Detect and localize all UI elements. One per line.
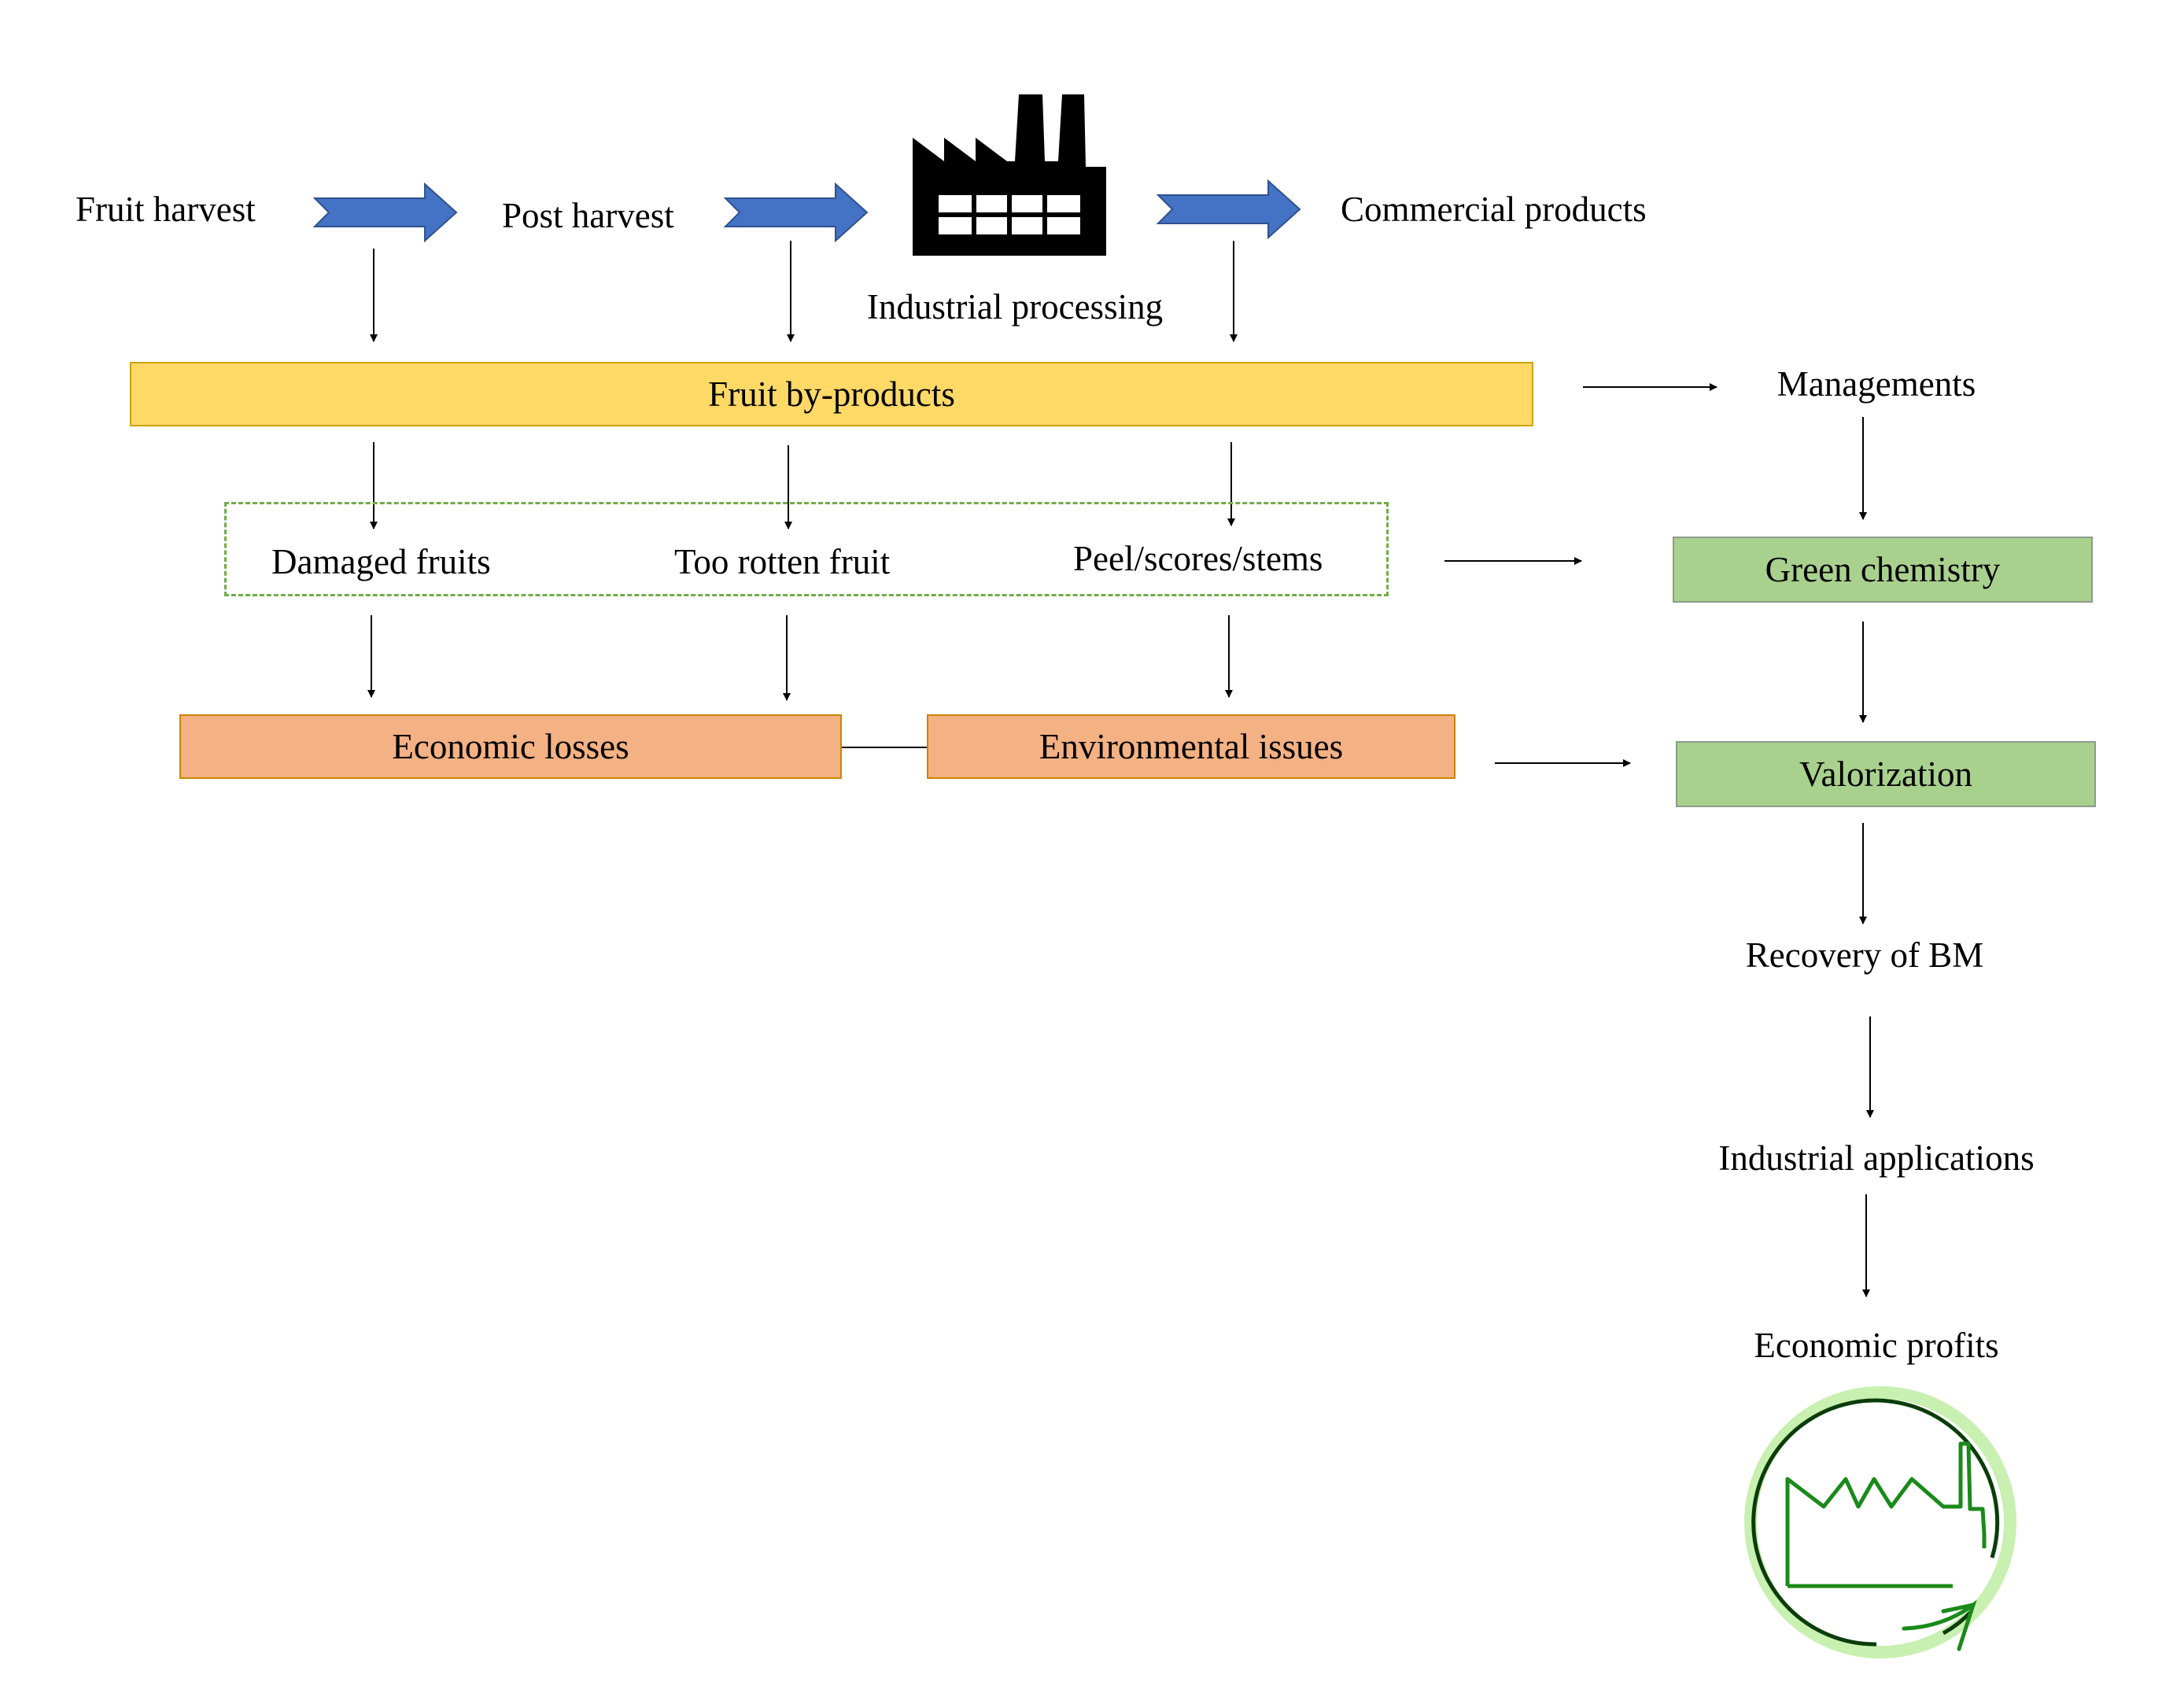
fruit-by-products-label: Fruit by-products bbox=[708, 374, 955, 414]
environmental-issues-box: Environmental issues bbox=[927, 714, 1455, 779]
economic-losses-label: Economic losses bbox=[392, 727, 629, 766]
industrial-processing-label: Industrial processing bbox=[866, 287, 1164, 326]
flow-arrow-2 bbox=[723, 182, 869, 243]
factory-icon bbox=[913, 94, 1106, 256]
industrial-applications-label: Industrial applications bbox=[1718, 1138, 2035, 1178]
flow-arrow-3 bbox=[1156, 179, 1301, 240]
commercial-products-label: Commercial products bbox=[1341, 190, 1647, 229]
too-rotten-fruit-label: Too rotten fruit bbox=[674, 542, 891, 581]
recovery-of-bm-label: Recovery of BM bbox=[1745, 935, 1984, 975]
valorization-box: Valorization bbox=[1676, 741, 2096, 807]
post-harvest-label: Post harvest bbox=[502, 196, 674, 235]
eco-factory-cycle-icon bbox=[1744, 1386, 2016, 1658]
environmental-issues-label: Environmental issues bbox=[1039, 727, 1344, 766]
economic-profits-label: Economic profits bbox=[1754, 1326, 1999, 1365]
fruit-by-products-box: Fruit by-products bbox=[130, 362, 1533, 426]
damaged-fruits-label: Damaged fruits bbox=[271, 542, 491, 581]
green-chemistry-label: Green chemistry bbox=[1765, 550, 2001, 589]
fruit-harvest-label: Fruit harvest bbox=[76, 190, 256, 229]
waste-types-group bbox=[224, 502, 1389, 596]
flow-arrow-1 bbox=[312, 182, 458, 243]
valorization-label: Valorization bbox=[1799, 754, 1972, 794]
peel-scores-stems-label: Peel/scores/stems bbox=[1073, 539, 1323, 578]
economic-losses-box: Economic losses bbox=[179, 714, 842, 779]
green-chemistry-box: Green chemistry bbox=[1673, 537, 2093, 603]
managements-label: Managements bbox=[1776, 364, 1976, 404]
